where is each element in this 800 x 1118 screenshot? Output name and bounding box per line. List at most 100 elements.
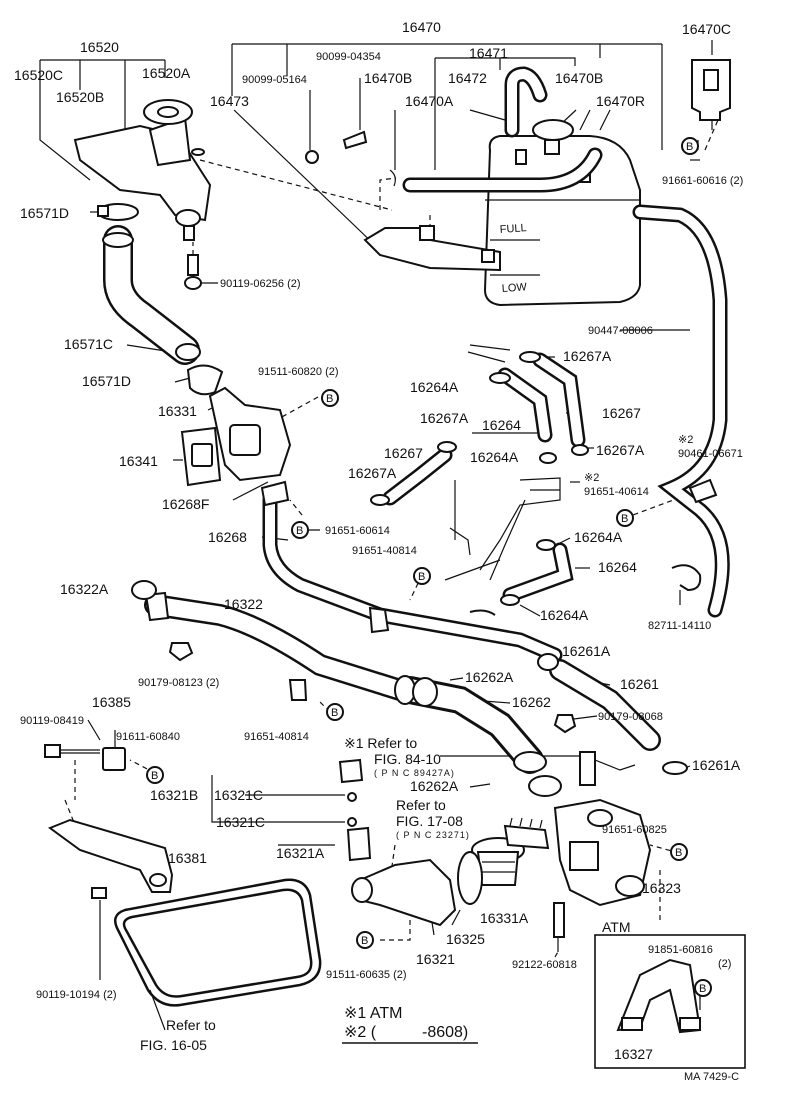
label-16325: 16325 xyxy=(446,931,485,947)
label-16385: 16385 xyxy=(92,694,131,710)
water-pipe-16322 xyxy=(144,591,411,701)
label-91511-60635: 91511-60635 (2) xyxy=(326,969,407,981)
note-date-value: -8608) xyxy=(422,1024,468,1041)
label-16261A-b: 16261A xyxy=(692,757,741,773)
overflow-hose xyxy=(632,204,730,618)
label-16473: 16473 xyxy=(210,93,249,109)
svg-text:B: B xyxy=(621,513,628,525)
reference-notes: ※1 Refer to FIG. 84-10 ( P N C 89427A) R… xyxy=(140,735,469,1053)
ref2-line1: Refer to xyxy=(396,797,446,813)
label-90119-08419: 90119-08419 xyxy=(20,715,84,727)
label-90099-04354: 90099-04354 xyxy=(316,51,381,63)
stud-92122-60818 xyxy=(553,902,565,938)
label-16267A-b: 16267A xyxy=(420,410,469,426)
ref1-line2: FIG. 84-10 xyxy=(374,751,441,767)
label-16321A: 16321A xyxy=(276,845,325,861)
svg-text:B: B xyxy=(331,707,338,719)
label-16470R: 16470R xyxy=(596,93,645,109)
label-16264-b: 16264 xyxy=(598,559,637,575)
label-90461-06671: 90461-06671 xyxy=(678,448,743,460)
hose-16571C xyxy=(102,225,201,365)
badge-b-7: B xyxy=(146,766,164,784)
hose-clamps xyxy=(370,351,589,606)
label-16264A-a: 16264A xyxy=(410,379,459,395)
badge-b-3: B xyxy=(291,521,309,539)
hose-16261 xyxy=(537,653,688,775)
note-atm: ※1 ATM xyxy=(344,1005,402,1022)
label-16571C: 16571C xyxy=(64,336,113,352)
tank-low-mark: LOW xyxy=(501,281,527,295)
ref1-line1: ※1 Refer to xyxy=(344,735,417,751)
label-16520A: 16520A xyxy=(142,65,191,81)
atm-box: ATM xyxy=(594,919,746,1069)
label-90447-08006: 90447-08006 xyxy=(588,325,653,337)
water-inlet-16321 xyxy=(351,858,457,927)
label-mark2a: ※2 xyxy=(678,434,693,446)
label-90119-10194: 90119-10194 (2) xyxy=(36,989,117,1001)
svg-text:B: B xyxy=(675,847,682,859)
leader-lines xyxy=(39,40,713,1031)
tank-full-mark: FULL xyxy=(499,222,527,236)
badge-b-8: B xyxy=(670,843,688,861)
svg-text:B: B xyxy=(326,393,333,405)
label-16470C: 16470C xyxy=(682,21,731,37)
label-90099-05164: 90099-05164 xyxy=(242,74,307,86)
bracket-16385 xyxy=(44,744,126,771)
label-16470: 16470 xyxy=(402,19,441,35)
diagram-code: MA 7429-C xyxy=(684,1071,739,1083)
label-16262: 16262 xyxy=(512,694,551,710)
label-16571D-b: 16571D xyxy=(82,373,131,389)
tank-bolts xyxy=(305,130,396,187)
nut-90179-08068 xyxy=(553,714,577,734)
label-16261A-a: 16261A xyxy=(562,643,611,659)
label-16321: 16321 xyxy=(416,951,455,967)
reservoir-tank: FULL LOW xyxy=(402,66,641,307)
water-bypass-pipe xyxy=(260,480,563,663)
badge-b-10: B xyxy=(694,979,712,997)
label-16327: 16327 xyxy=(614,1046,653,1062)
label-16262A-a: 16262A xyxy=(465,669,514,685)
badge-b-4: B xyxy=(413,567,431,585)
clip-82711 xyxy=(671,564,702,592)
label-16321B: 16321B xyxy=(150,787,198,803)
label-91511-60820: 91511-60820 (2) xyxy=(258,366,339,378)
label-16267A-a: 16267A xyxy=(563,348,612,364)
svg-text:B: B xyxy=(151,770,158,782)
label-16321C-a: 16321C xyxy=(214,787,263,803)
badge-b-9: B xyxy=(356,931,374,949)
label-91661-60616: 91661-60616 (2) xyxy=(662,175,743,187)
bolt-90119-10194 xyxy=(91,887,107,899)
label-16322A: 16322A xyxy=(60,581,109,597)
svg-text:B: B xyxy=(686,141,693,153)
label-92122-60818: 92122-60818 xyxy=(512,959,577,971)
label-82711-14110: 82711-14110 xyxy=(648,620,711,632)
gasket-16322A xyxy=(131,580,157,600)
label-16261: 16261 xyxy=(620,676,659,692)
sensor-switch xyxy=(579,751,636,786)
label-16267-a: 16267 xyxy=(384,445,423,461)
footnotes: ※1 ATM ※2 ( -8608) xyxy=(342,1005,478,1044)
label-16472: 16472 xyxy=(448,70,487,86)
ref3-line2: FIG. 16-05 xyxy=(140,1037,207,1053)
badge-b-2: B xyxy=(321,389,339,407)
label-16470B-a: 16470B xyxy=(364,70,412,86)
thermostat-housing-16323 xyxy=(553,798,652,907)
label-16268F: 16268F xyxy=(162,496,209,512)
label-16267: 16267 xyxy=(602,405,641,421)
label-16268: 16268 xyxy=(208,529,247,545)
label-16571D-a: 16571D xyxy=(20,205,69,221)
bracket-16470C xyxy=(691,59,731,121)
ref3-line1: Refer to xyxy=(166,1017,216,1033)
label-16331A: 16331A xyxy=(480,910,529,926)
water-outlet-group xyxy=(73,99,212,241)
label-16262A-b: 16262A xyxy=(410,778,459,794)
bracket-16381 xyxy=(47,818,174,893)
label-16264A-d: 16264A xyxy=(540,607,589,623)
clamp-16571D-lower xyxy=(186,364,224,396)
badge-b-6: B xyxy=(326,703,344,721)
label-16470B-b: 16470B xyxy=(555,70,603,86)
valve-16321 xyxy=(338,758,372,862)
atm-box-label: ATM xyxy=(602,919,631,935)
svg-text:B: B xyxy=(361,935,368,947)
